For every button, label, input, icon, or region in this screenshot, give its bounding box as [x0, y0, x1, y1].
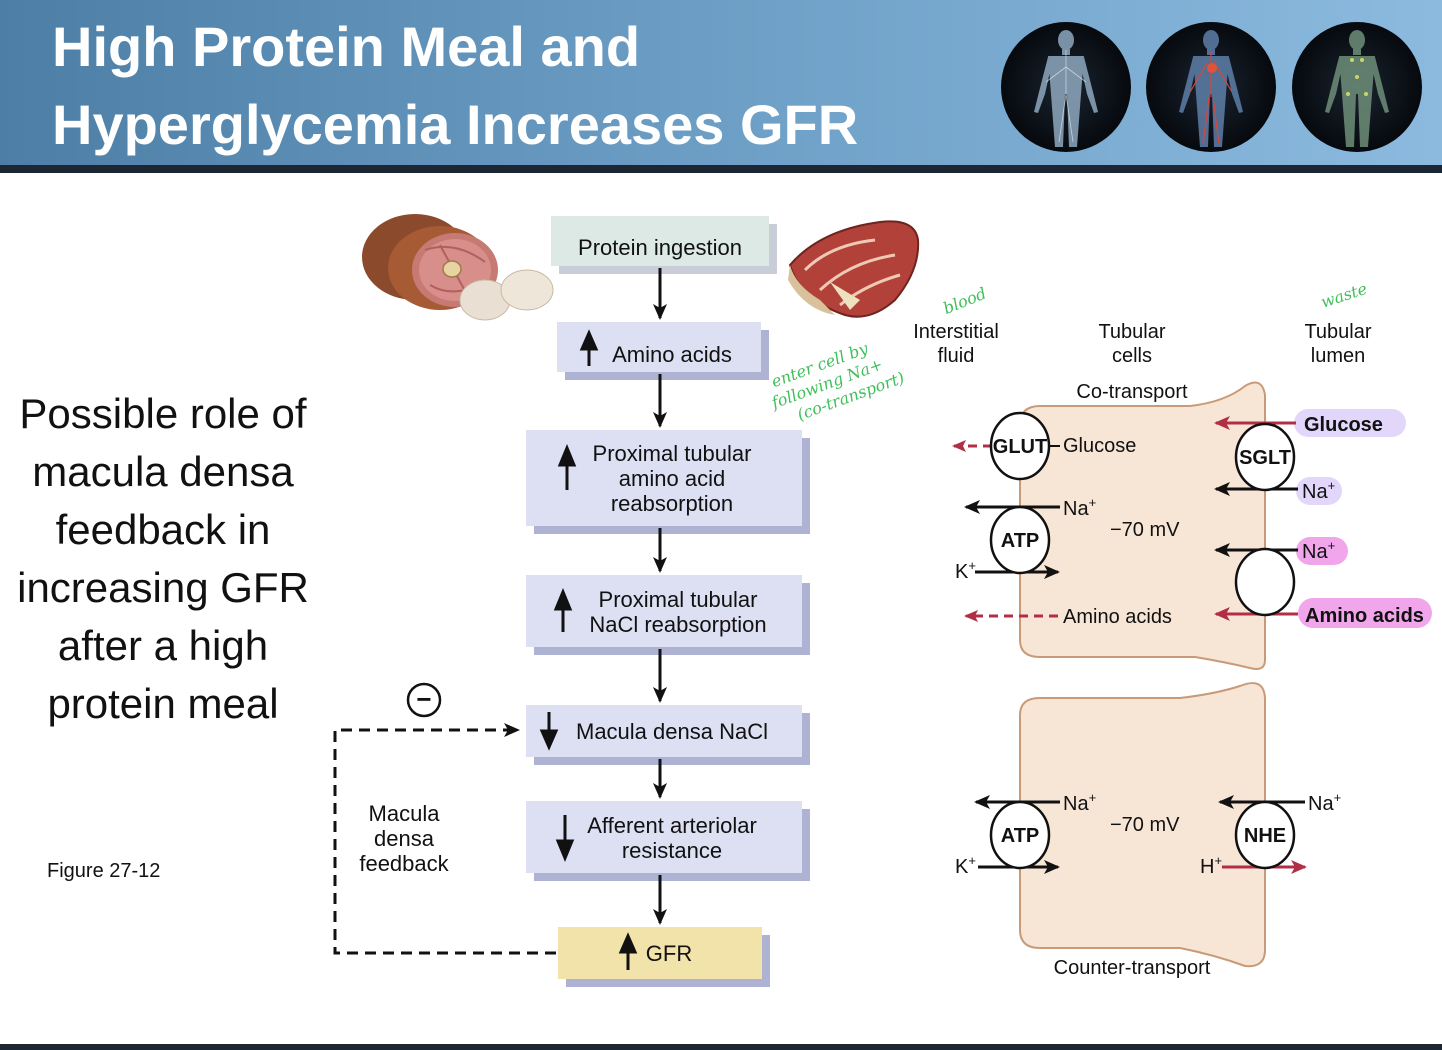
steak-illustration: [788, 220, 920, 318]
amino-acid-cotransporter: [1234, 547, 1296, 617]
title-line-1: High Protein Meal and: [52, 15, 641, 78]
h-ion-label: H+: [1200, 853, 1222, 878]
glut-label: GLUT: [993, 436, 1047, 458]
human-figure-icon: [1179, 30, 1243, 147]
header-tubular-lumen: Tubular: [1304, 321, 1371, 343]
na-lumen-highlight: [1296, 477, 1342, 505]
minus-sign: −: [416, 684, 431, 714]
flow-box-macula-densa-nacl: Macula densa NaCl: [526, 705, 810, 765]
footer-bar: [0, 1044, 1442, 1050]
macula-densa-caption: Possible role of macula densa feedback i…: [8, 385, 318, 733]
caption-line: protein meal: [47, 680, 279, 727]
nhe-exchanger: [1234, 800, 1296, 870]
feedback-label: densa: [374, 826, 435, 851]
na-ion-label: Na+: [1302, 538, 1335, 563]
macula-densa-feedback-loop: − Macula densa feedback: [333, 682, 556, 955]
flow-box-afferent-resistance: Afferent arteriolar resistance: [526, 801, 810, 881]
caption-line: macula densa: [32, 448, 294, 495]
flow-box-pt-amino-reabsorption: Proximal tubular amino acid reabsorption: [526, 430, 810, 534]
anatomy-figure-nervous: [1001, 22, 1131, 152]
flow-label: amino acid: [619, 466, 725, 491]
human-figure-icon: [1034, 30, 1098, 147]
feedback-label: Macula: [369, 801, 441, 826]
nhe-label: NHE: [1244, 825, 1286, 847]
flow-label: Amino acids: [612, 342, 732, 367]
anatomy-figure-lymphatic: [1292, 22, 1422, 152]
flow-label: resistance: [622, 838, 722, 863]
na-ion-label: Na+: [1063, 495, 1096, 520]
flow-label: GFR: [646, 941, 692, 966]
atp-label: ATP: [1001, 530, 1040, 552]
flow-box-protein-ingestion: Protein ingestion: [551, 216, 777, 274]
flow-box-gfr: GFR: [558, 927, 770, 987]
title-line-2: Hyperglycemia Increases GFR: [52, 93, 859, 156]
na-ion-label: Na+: [1302, 478, 1335, 503]
amino-acids-lumen-highlight: [1298, 598, 1432, 628]
minus-circle-icon: [406, 682, 442, 718]
membrane-voltage: −70 mV: [1110, 519, 1180, 541]
glucose-intracellular: Glucose: [1063, 435, 1136, 457]
na-lumen-highlight-2: [1296, 537, 1348, 565]
atp-pump: [989, 505, 1051, 575]
caption-line: Possible role of: [19, 390, 307, 437]
flow-label: Proximal tubular: [593, 441, 752, 466]
caption-line: after a high: [57, 622, 269, 669]
flow-box-pt-nacl-reabsorption: Proximal tubular NaCl reabsorption: [526, 575, 810, 655]
atp-pump: [989, 800, 1051, 870]
flow-label: Afferent arteriolar: [587, 813, 757, 838]
header-tubular-lumen: lumen: [1311, 345, 1365, 367]
handwritten-note-enter-cell: enter cell by following Na+ (co-transpor…: [768, 338, 907, 424]
glut-transporter: [989, 411, 1051, 481]
up-arrow-icon: [618, 932, 638, 970]
caption-line: increasing GFR: [17, 564, 309, 611]
cell-cotransport: Co-transport GLUT Glucose ATP Na+ K+ −70…: [952, 381, 1432, 670]
countertransport-label: Counter-transport: [1054, 957, 1211, 979]
atp-label: ATP: [1001, 825, 1040, 847]
flow-box-amino-acids: Amino acids: [557, 322, 769, 380]
anatomy-figure-circulatory: [1146, 22, 1276, 152]
cell-countertransport: Counter-transport ATP Na+ K+ −70 mV NHE …: [955, 682, 1341, 979]
header-interstitial: fluid: [938, 345, 975, 367]
amino-acids-intracellular: Amino acids: [1063, 606, 1172, 628]
up-arrow-icon: [557, 444, 577, 490]
ham-and-eggs-illustration: [362, 214, 554, 321]
feedback-label: feedback: [359, 851, 449, 876]
handwritten-note-waste: waste: [1319, 279, 1370, 312]
page-title: High Protein Meal and Hyperglycemia Incr…: [52, 8, 858, 164]
human-figure-icon: [1325, 30, 1389, 147]
flow-label: Macula densa NaCl: [576, 719, 768, 744]
flow-label: reabsorption: [611, 491, 733, 516]
glucose-lumen-label: Glucose: [1304, 414, 1383, 436]
up-arrow-icon: [553, 588, 573, 632]
membrane-voltage: −70 mV: [1110, 814, 1180, 836]
na-ion-label: Na+: [1063, 790, 1096, 815]
flow-label: NaCl reabsorption: [589, 612, 766, 637]
flow-label: Protein ingestion: [578, 235, 742, 260]
handwritten-note-blood: blood: [940, 284, 989, 318]
header-underline: [0, 165, 1442, 173]
header-tubular-cells: cells: [1112, 345, 1152, 367]
down-arrow-icon: [539, 712, 559, 751]
na-ion-label: Na+: [1308, 790, 1341, 815]
figure-label: Figure 27-12: [47, 860, 161, 882]
k-ion-label: K+: [955, 558, 976, 583]
up-arrow-icon: [579, 329, 599, 366]
k-ion-label: K+: [955, 853, 976, 878]
glucose-lumen-highlight: [1294, 409, 1406, 437]
cotransport-label: Co-transport: [1076, 381, 1188, 403]
flow-label: Proximal tubular: [599, 587, 758, 612]
caption-line: feedback in: [55, 506, 271, 553]
header-interstitial: Interstitial: [913, 321, 999, 343]
sglt-label: SGLT: [1239, 447, 1291, 469]
sglt-transporter: [1234, 422, 1296, 492]
header-tubular-cells: Tubular: [1098, 321, 1165, 343]
column-headers: Interstitial fluid Tubular cells Tubular…: [913, 321, 1372, 367]
down-arrow-icon: [555, 815, 575, 862]
amino-acids-lumen-label: Amino acids: [1305, 605, 1424, 627]
